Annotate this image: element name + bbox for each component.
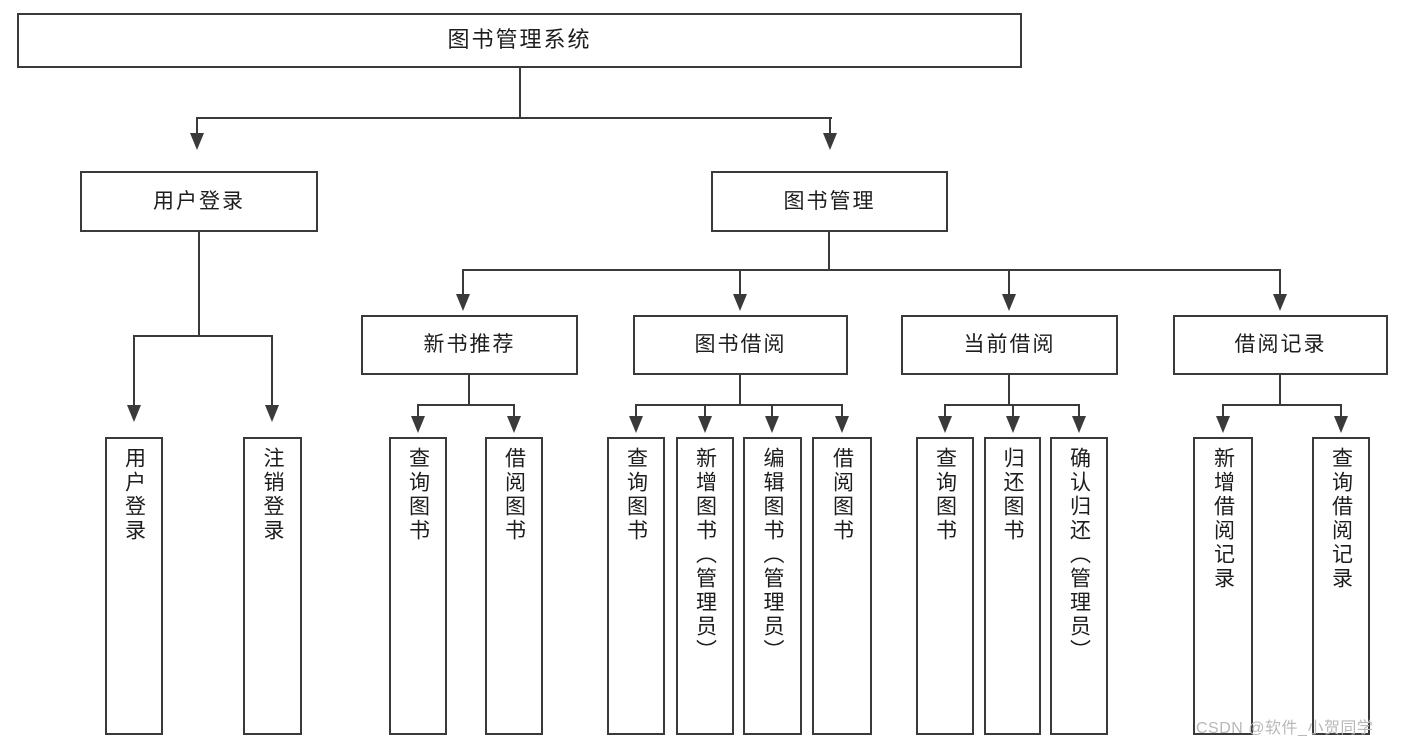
leaf-query-book-current[interactable]: 查询图书 xyxy=(916,437,974,735)
connector-current-borrow-leaf3 xyxy=(1078,404,1080,418)
connector-current-borrow-leaf1 xyxy=(944,404,946,418)
node-label: 借阅图书 xyxy=(502,447,526,543)
node-label: 图书管理 xyxy=(783,189,876,213)
node-label: 查询借阅记录 xyxy=(1329,447,1353,591)
leaf-borrow-book-recommend[interactable]: 借阅图书 xyxy=(485,437,543,735)
leaf-user-login[interactable]: 用户登录 xyxy=(105,437,163,735)
connector-user-login-bus xyxy=(133,335,272,337)
connector-book-borrow-bus xyxy=(635,404,843,406)
connector-to-book-manage xyxy=(829,117,831,135)
arrowhead-book-borrow-leaf3 xyxy=(765,416,779,433)
node-label: 用户登录 xyxy=(153,189,245,213)
arrowhead-to-user-login xyxy=(190,133,204,150)
arrowhead-new-book-leaf2 xyxy=(507,416,521,433)
leaf-edit-book-admin[interactable]: 编辑图书（管理员） xyxy=(743,437,802,735)
leaf-query-book-borrow[interactable]: 查询图书 xyxy=(607,437,665,735)
arrowhead-to-borrow-record xyxy=(1273,294,1287,311)
connector-to-new-book xyxy=(462,269,464,296)
node-label: 查询图书 xyxy=(624,447,648,543)
arrowhead-user-login-leaf1 xyxy=(127,405,141,422)
connector-borrow-record-bus xyxy=(1222,404,1341,406)
arrowhead-book-borrow-leaf1 xyxy=(629,416,643,433)
node-book-management[interactable]: 图书管理 xyxy=(711,171,948,232)
arrowhead-to-book-borrow xyxy=(733,294,747,311)
connector-book-borrow-leaf2 xyxy=(704,404,706,418)
leaf-add-book-admin[interactable]: 新增图书（管理员） xyxy=(676,437,734,735)
connector-borrow-record-leaf1 xyxy=(1222,404,1224,418)
arrowhead-current-borrow-leaf3 xyxy=(1072,416,1086,433)
connector-borrow-record-leaf2 xyxy=(1340,404,1342,418)
connector-new-book-leaf2 xyxy=(513,404,515,418)
leaf-add-borrow-record[interactable]: 新增借阅记录 xyxy=(1193,437,1253,735)
arrowhead-book-borrow-leaf2 xyxy=(698,416,712,433)
csdn-watermark: CSDN @软件_小贺同学 xyxy=(1196,720,1374,737)
arrowhead-new-book-leaf1 xyxy=(411,416,425,433)
leaf-query-book-recommend[interactable]: 查询图书 xyxy=(389,437,447,735)
connector-borrow-record-stem xyxy=(1279,375,1281,406)
arrowhead-current-borrow-leaf1 xyxy=(938,416,952,433)
connector-user-login-stem xyxy=(198,232,200,336)
connector-root-stem xyxy=(519,68,521,118)
node-new-book-recommend[interactable]: 新书推荐 xyxy=(361,315,578,375)
connector-user-login-leaf2 xyxy=(271,335,273,407)
node-label: 注销登录 xyxy=(261,447,284,543)
arrowhead-borrow-record-leaf2 xyxy=(1334,416,1348,433)
node-label: 新增借阅记录 xyxy=(1211,447,1235,591)
connector-new-book-stem xyxy=(468,375,470,406)
connector-to-borrow-record xyxy=(1279,269,1281,296)
node-label: 当前借阅 xyxy=(963,333,1056,357)
connector-to-user-login xyxy=(196,117,198,135)
leaf-logout[interactable]: 注销登录 xyxy=(243,437,302,735)
connector-current-borrow-bus xyxy=(944,404,1079,406)
connector-new-book-leaf1 xyxy=(417,404,419,418)
connector-to-book-borrow xyxy=(739,269,741,296)
node-label: 借阅图书 xyxy=(830,447,854,543)
arrowhead-current-borrow-leaf2 xyxy=(1006,416,1020,433)
connector-book-borrow-leaf4 xyxy=(841,404,843,418)
node-label: 查询图书 xyxy=(406,447,430,543)
node-root-system[interactable]: 图书管理系统 xyxy=(17,13,1022,68)
node-label: 新书推荐 xyxy=(423,333,516,357)
node-label: 编辑图书（管理员） xyxy=(761,447,784,663)
connector-book-manage-stem xyxy=(828,232,830,270)
connector-book-borrow-stem xyxy=(739,375,741,406)
connector-user-login-leaf1 xyxy=(133,335,135,407)
leaf-return-book[interactable]: 归还图书 xyxy=(984,437,1041,735)
connector-level1-bus xyxy=(196,117,832,119)
connector-book-borrow-leaf1 xyxy=(635,404,637,418)
node-label: 用户登录 xyxy=(122,447,146,543)
connector-new-book-bus xyxy=(417,404,515,406)
arrowhead-to-current-borrow xyxy=(1002,294,1016,311)
connector-to-current-borrow xyxy=(1008,269,1010,296)
arrowhead-book-borrow-leaf4 xyxy=(835,416,849,433)
node-label: 归还图书 xyxy=(1001,447,1024,543)
arrowhead-to-book-manage xyxy=(823,133,837,150)
leaf-borrow-book[interactable]: 借阅图书 xyxy=(812,437,872,735)
node-user-login[interactable]: 用户登录 xyxy=(80,171,318,232)
node-label: 查询图书 xyxy=(933,447,957,543)
node-label: 图书借阅 xyxy=(694,333,787,357)
node-borrow-record[interactable]: 借阅记录 xyxy=(1173,315,1388,375)
connector-current-borrow-leaf2 xyxy=(1012,404,1014,418)
node-book-borrow[interactable]: 图书借阅 xyxy=(633,315,848,375)
connector-level2-bus xyxy=(462,269,1280,271)
node-label: 借阅记录 xyxy=(1234,333,1327,357)
arrowhead-user-login-leaf2 xyxy=(265,405,279,422)
arrowhead-to-new-book xyxy=(456,294,470,311)
leaf-query-borrow-record[interactable]: 查询借阅记录 xyxy=(1312,437,1370,735)
node-label: 新增图书（管理员） xyxy=(693,447,717,663)
arrowhead-borrow-record-leaf1 xyxy=(1216,416,1230,433)
connector-current-borrow-stem xyxy=(1008,375,1010,406)
leaf-confirm-return-admin[interactable]: 确认归还（管理员） xyxy=(1050,437,1108,735)
node-label: 图书管理系统 xyxy=(447,27,592,53)
node-label: 确认归还（管理员） xyxy=(1067,447,1091,663)
node-current-borrow[interactable]: 当前借阅 xyxy=(901,315,1118,375)
connector-book-borrow-leaf3 xyxy=(771,404,773,418)
